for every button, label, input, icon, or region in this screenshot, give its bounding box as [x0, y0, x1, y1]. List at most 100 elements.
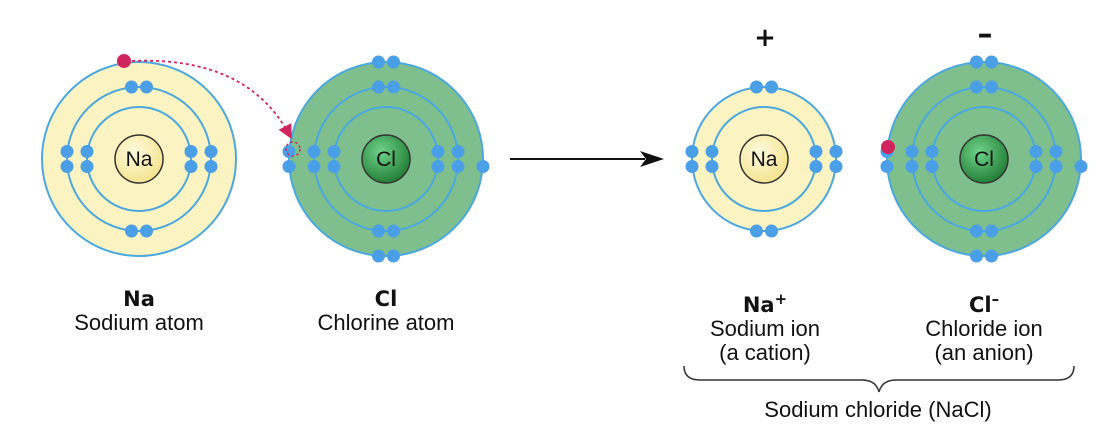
electron — [327, 160, 341, 173]
sodium-ion-charge-mark: + — [754, 23, 776, 53]
chloride-ion-type: (an anion) — [934, 340, 1034, 365]
chlorine-atom-name: Chlorine atom — [317, 310, 455, 335]
sodium-atom-nucleus — [114, 134, 164, 184]
electron — [985, 249, 998, 263]
electron — [905, 160, 919, 173]
electron — [307, 160, 321, 173]
electron — [765, 80, 778, 94]
sodium-ion-label: Na+ Sodium ion (a cation) — [710, 287, 820, 365]
electron — [60, 145, 74, 158]
electron — [372, 224, 385, 238]
chlorine-atom-shell-2 — [313, 86, 459, 232]
compound-label: Sodium chloride (NaCl) — [764, 397, 992, 422]
electron — [750, 80, 763, 94]
sodium-ion-nucleus — [739, 134, 789, 184]
electron — [282, 145, 296, 158]
electron — [307, 145, 321, 158]
chloride-ion-nucleus — [959, 134, 1009, 184]
electron — [765, 224, 778, 238]
electron — [925, 145, 939, 158]
electron — [451, 145, 465, 158]
electron — [140, 80, 153, 94]
sodium-atom-symbol: Na — [123, 287, 155, 311]
electron — [750, 224, 763, 238]
electron — [140, 224, 153, 238]
electron — [880, 160, 894, 173]
sodium-ion-charge: + — [774, 290, 788, 308]
electron — [809, 160, 823, 173]
chlorine-atom: Cl — [282, 55, 490, 263]
sodium-chloride-brace — [683, 365, 1075, 393]
electron — [705, 160, 719, 173]
electron — [327, 145, 341, 158]
electron — [476, 160, 490, 173]
electron — [184, 160, 198, 173]
sodium-atom-shell-2 — [66, 86, 212, 232]
electron — [925, 160, 939, 173]
electron — [685, 145, 699, 158]
chloride-ion: Cl — [880, 55, 1088, 263]
electron — [1049, 160, 1063, 173]
electron — [125, 80, 138, 94]
electron-vacancy — [285, 141, 301, 157]
sodium-atom: Na — [41, 61, 237, 257]
transferred-electron — [117, 54, 131, 68]
chlorine-atom-label: Cl Chlorine atom — [318, 287, 455, 335]
electron — [431, 160, 445, 173]
electron — [985, 55, 998, 69]
electron — [387, 55, 400, 69]
electron — [184, 145, 198, 158]
reaction-arrow — [510, 151, 664, 167]
electron — [985, 80, 998, 94]
electron — [829, 145, 843, 158]
electron — [1029, 160, 1043, 173]
sodium-atom-name: Sodium atom — [74, 310, 204, 335]
electron — [829, 160, 843, 173]
chloride-ion-symbol: Cl — [968, 293, 992, 317]
electron — [387, 80, 400, 94]
electron — [282, 160, 296, 173]
chlorine-atom-nucleus — [361, 134, 411, 184]
electron — [372, 249, 385, 263]
electron — [905, 145, 919, 158]
electron-transfer-arrow — [131, 59, 292, 140]
electron — [451, 160, 465, 173]
electron — [970, 249, 983, 263]
electron — [204, 145, 218, 158]
chloride-ion-charge-mark: – — [978, 17, 993, 52]
electron — [125, 224, 138, 238]
sodium-ion: Na — [685, 80, 843, 238]
electron — [705, 145, 719, 158]
sodium-ion-formula: Na+ — [710, 287, 820, 317]
electron — [1029, 145, 1043, 158]
chloride-ion-charge: – — [991, 290, 1000, 308]
sodium-atom-shell-1 — [86, 106, 192, 212]
electron — [970, 55, 983, 69]
chloride-ion-shell-1 — [931, 106, 1037, 212]
electron — [970, 224, 983, 238]
sodium-atom-label: Na Sodium atom — [74, 287, 204, 335]
electron — [1074, 160, 1088, 173]
chlorine-atom-nucleus-label: Cl — [376, 148, 396, 171]
electron — [809, 145, 823, 158]
sodium-ion-type: (a cation) — [719, 340, 811, 365]
electron — [970, 80, 983, 94]
sodium-ion-symbol: Na — [742, 293, 775, 317]
electron — [204, 160, 218, 173]
electron — [1049, 145, 1063, 158]
chlorine-atom-symbol: Cl — [374, 287, 398, 311]
electron — [80, 145, 94, 158]
sodium-atom-nucleus-label: Na — [126, 148, 153, 171]
chloride-ion-formula: Cl– — [925, 287, 1042, 317]
chloride-ion-nucleus-label: Cl — [974, 148, 994, 171]
electron — [387, 224, 400, 238]
chloride-ion-label: Cl– Chloride ion (an anion) — [925, 287, 1042, 365]
electron — [372, 80, 385, 94]
electron — [431, 145, 445, 158]
sodium-ion-nucleus-label: Na — [751, 148, 778, 171]
electron — [60, 160, 74, 173]
sodium-ion-shell-1 — [711, 106, 817, 212]
electron — [985, 224, 998, 238]
